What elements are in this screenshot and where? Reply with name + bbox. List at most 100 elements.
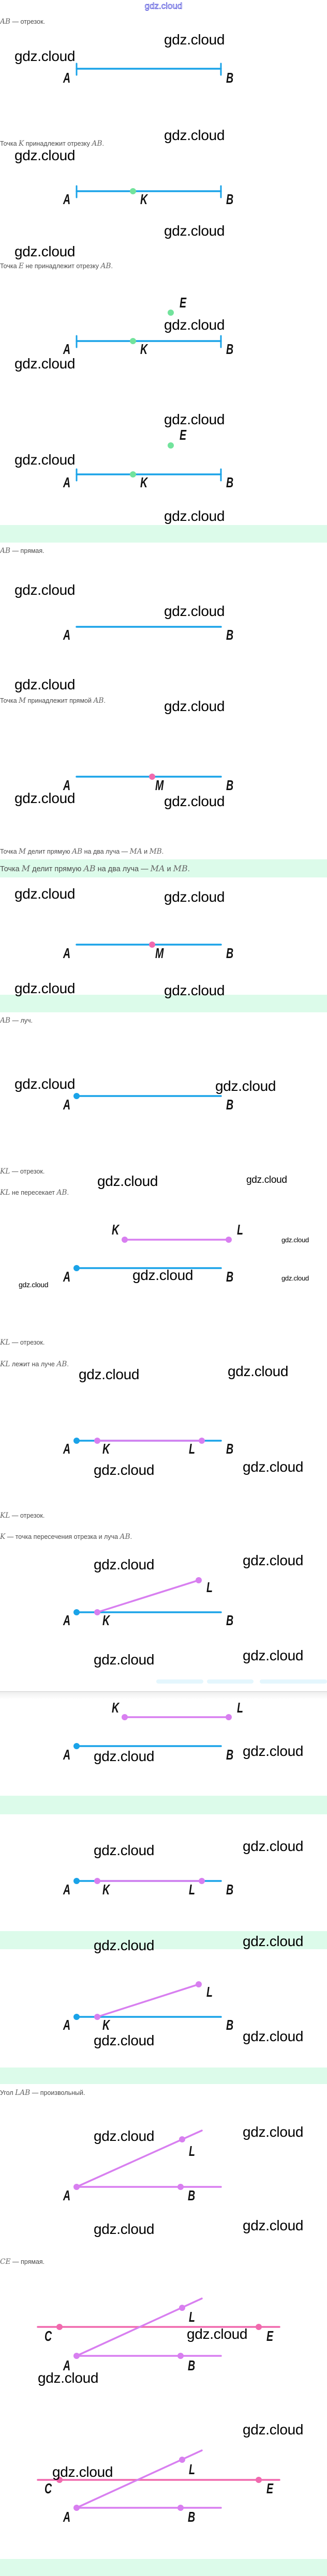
math-variable: AB xyxy=(0,1016,11,1025)
point-label-b: B xyxy=(226,777,234,793)
caption-text: — прямая. xyxy=(10,2258,45,2265)
math-variable: KL xyxy=(0,1338,10,1347)
caption-text: . xyxy=(187,865,190,873)
watermark: gdz.cloud xyxy=(14,676,76,692)
point-label-k: K xyxy=(102,2017,110,2033)
point-label-l: L xyxy=(189,1441,195,1457)
watermark: gdz.cloud xyxy=(14,980,76,996)
point-b xyxy=(177,2184,184,2190)
point-label-a: A xyxy=(63,2017,71,2033)
point-label-a: A xyxy=(63,191,71,207)
figure-segment-ab xyxy=(76,63,222,76)
point-label-m: M xyxy=(155,945,164,961)
watermark: gdz.cloud xyxy=(243,2028,304,2044)
point-m xyxy=(149,774,155,780)
math-variable: AB xyxy=(0,18,11,26)
caption-text: . xyxy=(103,697,106,704)
point-label-l: L xyxy=(189,2143,195,2159)
math-variable: KL xyxy=(0,1167,10,1176)
point-label-b: B xyxy=(226,1269,234,1285)
ray-origin-a xyxy=(73,1609,80,1615)
point-label-c: C xyxy=(44,2480,52,2496)
math-variable: KL xyxy=(0,1360,10,1368)
point-label-a: A xyxy=(63,945,71,961)
caption: KL не пересекает AB. xyxy=(0,1189,69,1197)
highlight-band xyxy=(0,2559,327,2576)
point-label-b: B xyxy=(188,2357,196,2373)
math-variable: E xyxy=(19,262,24,270)
caption-text: делит прямую xyxy=(30,865,84,873)
math-variable: AB xyxy=(56,1189,67,1197)
math-variable: MA xyxy=(129,847,142,856)
caption-text: Точка xyxy=(0,848,19,855)
watermark: gdz.cloud xyxy=(14,886,76,902)
point-label-k: K xyxy=(140,191,148,207)
math-variable: AB xyxy=(83,863,96,873)
figure-e-off-ab xyxy=(76,442,222,482)
point-label-l: L xyxy=(237,1222,243,1238)
segment-kl xyxy=(96,1983,200,2018)
watermark: gdz.cloud xyxy=(94,1842,155,1858)
vertex-a xyxy=(73,2505,80,2511)
watermark: gdz.cloud xyxy=(14,356,76,372)
point-label-a: A xyxy=(63,1612,71,1628)
watermark: gdz.cloud xyxy=(14,243,76,259)
highlight-band xyxy=(0,995,327,1012)
point-label-a: A xyxy=(63,2187,71,2203)
watermark: gdz.cloud xyxy=(164,698,225,714)
point-label-a: A xyxy=(63,474,71,490)
watermark: gdz.cloud xyxy=(215,1078,276,1094)
caption: Точка K принадлежит отрезку AB. xyxy=(0,140,104,148)
point-l xyxy=(199,1878,205,1884)
point-l xyxy=(226,1714,232,1720)
caption: AB — прямая. xyxy=(0,547,44,555)
watermark: gdz.cloud xyxy=(94,2128,155,2144)
math-variable: M xyxy=(21,863,31,873)
watermark: gdz.cloud xyxy=(14,790,76,806)
watermark: gdz.cloud xyxy=(164,411,225,427)
caption: KL — отрезок. xyxy=(0,1511,44,1520)
caption-text: — точка пересечения отрезка и луча xyxy=(5,1533,120,1540)
point-label-a: A xyxy=(63,341,71,357)
watermark: gdz.cloud xyxy=(38,2370,99,2386)
math-variable: K xyxy=(0,1533,6,1541)
math-variable: MA xyxy=(150,863,165,873)
point-label-a: A xyxy=(63,1269,71,1285)
watermark: gdz.cloud xyxy=(164,317,225,333)
watermark: gdz.cloud xyxy=(281,1236,309,1244)
point-c xyxy=(56,2324,63,2330)
caption-text: и xyxy=(142,848,150,855)
caption: Точка M делит прямую AB на два луча — MA… xyxy=(0,847,164,856)
point-label-k: K xyxy=(102,1881,110,1898)
watermark: gdz.cloud xyxy=(14,452,76,468)
figure-e-off-ab xyxy=(76,310,222,348)
watermark: gdz.cloud xyxy=(94,1652,155,1668)
point-label-a: A xyxy=(63,627,71,643)
ray-origin-a xyxy=(73,1265,80,1271)
point-b xyxy=(177,2353,184,2359)
point-label-k: K xyxy=(102,1441,110,1457)
figure-k-on-ab xyxy=(76,185,222,198)
caption-text: Угол xyxy=(0,2089,16,2096)
point-label-k: K xyxy=(112,1222,120,1238)
watermark: gdz.cloud xyxy=(164,32,225,48)
point-k xyxy=(94,1878,100,1884)
caption-text: — луч. xyxy=(10,1017,33,1024)
caption: K — точка пересечения отрезка и луча AB. xyxy=(0,1533,132,1541)
point-label-b: B xyxy=(226,341,234,357)
highlight-band xyxy=(0,2068,327,2084)
ray-origin-a xyxy=(73,1878,80,1884)
watermark: gdz.cloud xyxy=(164,508,225,524)
caption-text: принадлежит прямой xyxy=(26,697,94,704)
site-link[interactable]: gdz.cloud xyxy=(144,1,183,11)
point-label-b: B xyxy=(226,191,234,207)
point-label-e: E xyxy=(266,2328,274,2344)
math-variable: KL xyxy=(0,1189,10,1197)
caption-text: не пересекает xyxy=(10,1189,57,1196)
point-k xyxy=(94,1609,100,1615)
point-label-e: E xyxy=(266,2480,274,2496)
caption-text: — произвольный. xyxy=(30,2089,85,2096)
caption-text: . xyxy=(102,140,104,147)
watermark: gdz.cloud xyxy=(164,603,225,619)
